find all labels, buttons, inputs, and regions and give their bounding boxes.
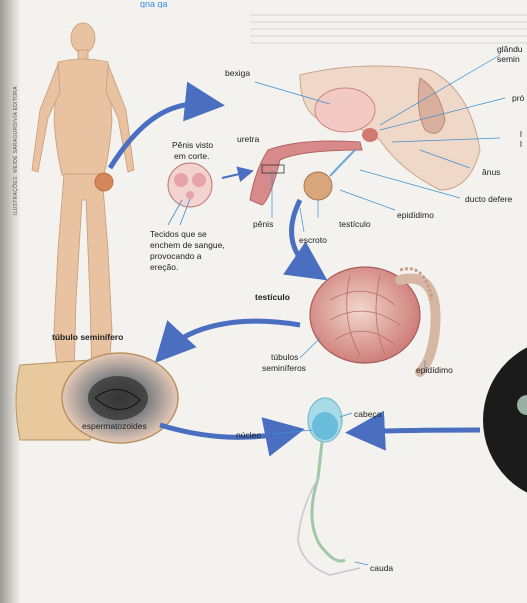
arrow-tubule-to-sperm	[160, 425, 290, 437]
arrow-to-tubule	[165, 321, 300, 352]
label-tecidos-3: provocando a	[150, 251, 202, 261]
label-tecidos-2: enchem de sangue,	[150, 240, 225, 250]
label-nucleo: núcleo	[236, 430, 261, 440]
bladder	[315, 88, 375, 132]
testis-small	[304, 172, 332, 200]
arrow-right-to-sperm	[360, 430, 480, 432]
label-epididimo: epidídimo	[397, 210, 434, 220]
label-penis-corte-2: em corte.	[174, 151, 209, 161]
label-testiculo: testículo	[339, 219, 371, 229]
heading-testiculo: testículo	[255, 292, 290, 302]
human-figure	[32, 23, 134, 380]
testis-detail	[300, 267, 436, 372]
genital-highlight	[95, 173, 113, 191]
label-cabeca: cabeça	[354, 409, 381, 419]
label-seminal: semin	[497, 54, 520, 64]
label-ducto: ducto defere	[465, 194, 512, 204]
label-penis-corte-1: Pênis visto	[172, 140, 213, 150]
label-espermatozoides: espermatozoides	[82, 421, 147, 431]
label-escroto: escroto	[299, 235, 327, 245]
label-uretra: uretra	[237, 134, 259, 144]
heading-tubulo-seminifero: túbulo seminífero	[52, 332, 123, 342]
label-glandula: glându	[497, 44, 523, 54]
label-anus: ânus	[482, 167, 500, 177]
label-edge-l2: l	[520, 139, 522, 149]
prostate	[362, 128, 378, 142]
label-bexiga: bexiga	[225, 68, 250, 78]
label-penis: pênis	[253, 219, 273, 229]
label-tecidos-4: ereção.	[150, 262, 178, 272]
label-tubulos-1: túbulos	[271, 352, 298, 362]
label-tubulos-2: seminíferos	[262, 363, 306, 373]
label-tecidos-1: Tecidos que se	[150, 229, 207, 239]
sperm-cell	[272, 398, 368, 575]
label-prostata: pró	[512, 93, 524, 103]
penis-cross-section	[168, 163, 248, 225]
microscope-view-partial	[483, 338, 527, 502]
label-cauda: cauda	[370, 563, 393, 573]
label-epididimo-2: epidídimo	[416, 365, 453, 375]
label-edge-l: l	[520, 129, 522, 139]
